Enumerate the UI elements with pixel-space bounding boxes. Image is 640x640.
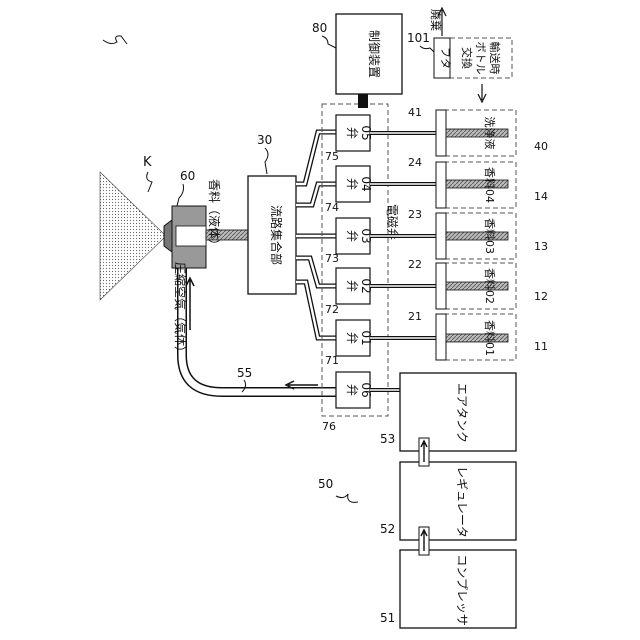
lid-label: フタ [439,47,452,69]
bottle-ref: 11 [534,340,548,353]
pipe-ref: 21 [408,310,422,323]
spray-cone [100,172,166,300]
compressor-label: コンプレッサ [455,554,469,626]
spray-ref: K [143,155,152,170]
pipe-ref: 24 [408,156,422,169]
pipe-ref: 23 [408,208,422,221]
bottle: 香料02 [436,263,516,309]
bottle-ref: 40 [534,140,548,153]
lid-box-ref: 101 [407,31,430,45]
air-label: 圧縮空気（気体） [173,262,188,358]
bottle-label: 香料01 [483,320,497,356]
pipe-ref: 41 [408,106,422,119]
manifold-label: 流路集合部 [269,205,284,265]
bottle-label: 香料02 [483,268,497,304]
valve-ref: 71 [325,354,339,367]
valve-label: 弁 [345,280,360,292]
bottle-ref: 12 [534,290,548,303]
valve-label: 弁 [345,384,360,396]
manifold-ref: 30 [257,133,272,147]
discard-label: 廃棄 [429,9,443,31]
valve-ref: 75 [325,150,339,163]
valve-label: 弁 [345,127,360,139]
valve: 弁 06 [336,372,373,408]
bottle-ref: 13 [534,240,548,253]
lid-note: 輸送時 [488,42,502,75]
valve-label: 弁 [345,332,360,344]
bottle-label: 洗浄液 [483,117,497,150]
air-system-ref: 50 [318,477,333,491]
bottle-label: 香料03 [483,218,497,254]
valve: 弁 05 [336,115,373,151]
compressor-ref: 51 [380,611,395,625]
bottle: 香料03 [436,213,516,259]
transport-arrow [478,84,486,102]
air-tank-ref: 53 [380,432,395,446]
valve: 弁 03 [336,218,373,254]
bottle-ref: 14 [534,190,548,203]
valve: 弁 02 [336,268,373,304]
bottle: 香料01 [436,314,516,360]
nozzle-ref: 60 [180,169,195,183]
leader-line [103,36,127,44]
valve-label: 弁 [345,178,360,190]
bottle-label: 香料04 [483,167,497,203]
lid-note: 交換 [460,47,474,69]
control-cable [358,94,368,108]
valve-ref: 73 [325,252,339,265]
valve: 弁 04 [336,166,373,202]
valve-ref: 74 [325,201,339,214]
nozzle [164,206,206,268]
pipe-ref: 22 [408,258,422,271]
valve-label: 弁 [345,230,360,242]
valve-bottle-pipes [370,133,436,390]
regulator-label: レギュレータ [455,466,469,538]
control-unit-ref: 80 [312,21,327,35]
valve-ref: 72 [325,303,339,316]
valve-ref: 76 [322,420,336,433]
control-unit-label: 制御装置 [367,30,382,78]
bottle: 香料04 [436,162,516,208]
regulator-ref: 52 [380,522,395,536]
nozzle-leader [177,184,184,206]
valve: 弁 01 [336,320,373,356]
air-tank-label: エアタンク [455,383,469,443]
lid-note: ボトル [474,42,487,75]
air-pipe-ref: 55 [237,366,252,380]
fluid-label: 香料（液体） [207,179,222,251]
bottle: 洗浄液 [436,110,516,156]
spray-leader [147,172,152,192]
